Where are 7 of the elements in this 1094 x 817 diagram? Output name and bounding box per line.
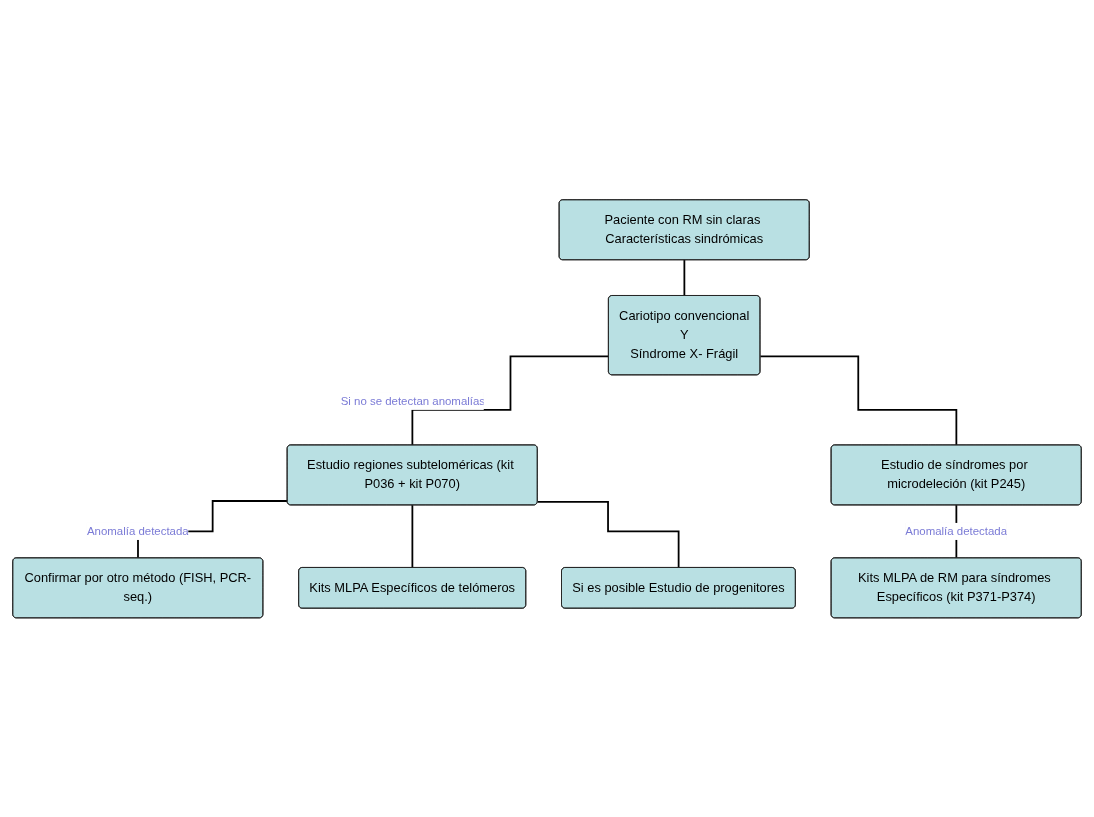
connector <box>411 504 414 569</box>
edge-label: Anomalía detectada <box>905 524 1008 537</box>
connector <box>536 500 680 569</box>
connector <box>759 355 958 446</box>
connector <box>683 258 686 297</box>
connector <box>411 355 610 446</box>
edge-label: Anomalía detectada <box>86 524 189 537</box>
